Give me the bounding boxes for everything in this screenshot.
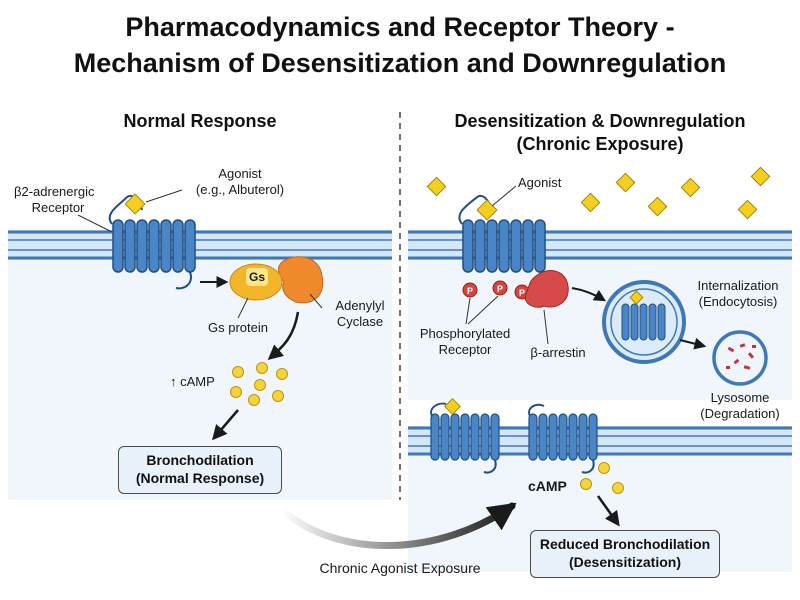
arrow-to-internalization [571, 287, 607, 302]
right-panel-heading-line-2: (Chronic Exposure) [516, 134, 684, 154]
remaining-receptor-1 [430, 398, 500, 474]
camp-increase-label: ↑ cAMP [170, 374, 215, 389]
reduced-response-line-2: (Desensitization) [568, 554, 681, 570]
phosphate-marker-3: P [518, 288, 525, 298]
camp-dots-right [580, 462, 624, 494]
arrow-to-lysosome [679, 337, 707, 350]
internalization-label-line-2: (Endocytosis) [698, 294, 778, 309]
phosphorylated-receptor [458, 194, 546, 273]
gs-pointer [237, 297, 249, 319]
reduced-response-line-1: Reduced Bronchodilation [539, 536, 711, 552]
lysosome [712, 330, 768, 386]
gs-badge-bg [246, 268, 268, 286]
agonist-label-line-2: (e.g., Albuterol) [195, 182, 285, 197]
lysosome-label-line-1: Lysosome [710, 390, 770, 405]
phosphorylated-label-line-1: Phosphorylated [419, 326, 511, 341]
agonist-pointer-left [145, 189, 183, 203]
agonist-label-line-1: Agonist [218, 166, 262, 181]
cyclase-pointer [309, 293, 323, 309]
normal-response-line-2: (Normal Response) [135, 470, 265, 486]
gs-protein-label: Gs protein [208, 320, 268, 335]
arrow-cyclase-to-camp [267, 311, 300, 360]
beta-arrestin-label: β-arrestin [530, 345, 586, 360]
page-title-line-1: Pharmacodynamics and Receptor Theory - [125, 12, 675, 42]
remaining-receptor-2 [528, 403, 598, 474]
receptor-label-line-2: Receptor [31, 200, 85, 215]
endosome [602, 280, 686, 364]
reduced-response-box: Reduced Bronchodilation (Desensitization… [530, 530, 720, 578]
left-membrane [8, 230, 392, 260]
arrow-camp-to-reduced [596, 495, 620, 527]
phospho-pointer-2 [467, 295, 499, 325]
chronic-exposure-arrow [278, 502, 517, 550]
gs-badge: Gs [248, 270, 265, 284]
normal-response-box: Bronchodilation (Normal Response) [118, 446, 282, 494]
right-panel-heading-line-1: Desensitization & Downregulation [454, 111, 746, 131]
internalization-label-line-1: Internalization [697, 278, 779, 293]
lysosome-label-line-2: (Degradation) [700, 406, 780, 421]
phospho-pointer-1 [465, 297, 471, 325]
camp-dots-left [230, 362, 288, 406]
beta2-receptor-left [108, 194, 196, 290]
agonist-pointer-right [491, 185, 517, 207]
left-panel-heading: Normal Response [123, 111, 277, 131]
phosphate-marker-2: P [496, 284, 503, 294]
agonist-bound-right [476, 199, 498, 221]
agonist-bound-left [124, 193, 146, 215]
camp-label-right: cAMP [528, 478, 567, 494]
agonist-label-right: Agonist [518, 175, 562, 190]
receptor-pointer-left [77, 214, 113, 233]
beta-arrestin-shape [524, 270, 569, 308]
free-agonists [426, 166, 771, 220]
arrestin-pointer [543, 309, 549, 345]
adenylyl-label-line-2: Cyclase [336, 314, 384, 329]
receptor-label-line-1: β2-adrenergic [14, 184, 95, 199]
phosphate-marker-1: P [466, 286, 473, 296]
phosphorylated-label-line-2: Receptor [438, 342, 492, 357]
chronic-exposure-label: Chronic Agonist Exposure [319, 560, 481, 576]
adenylyl-label-line-1: Adenylyl [335, 298, 385, 313]
page-title-line-2: Mechanism of Desensitization and Downreg… [73, 48, 727, 78]
normal-response-line-1: Bronchodilation [146, 452, 254, 468]
arrow-camp-to-result [212, 409, 239, 441]
